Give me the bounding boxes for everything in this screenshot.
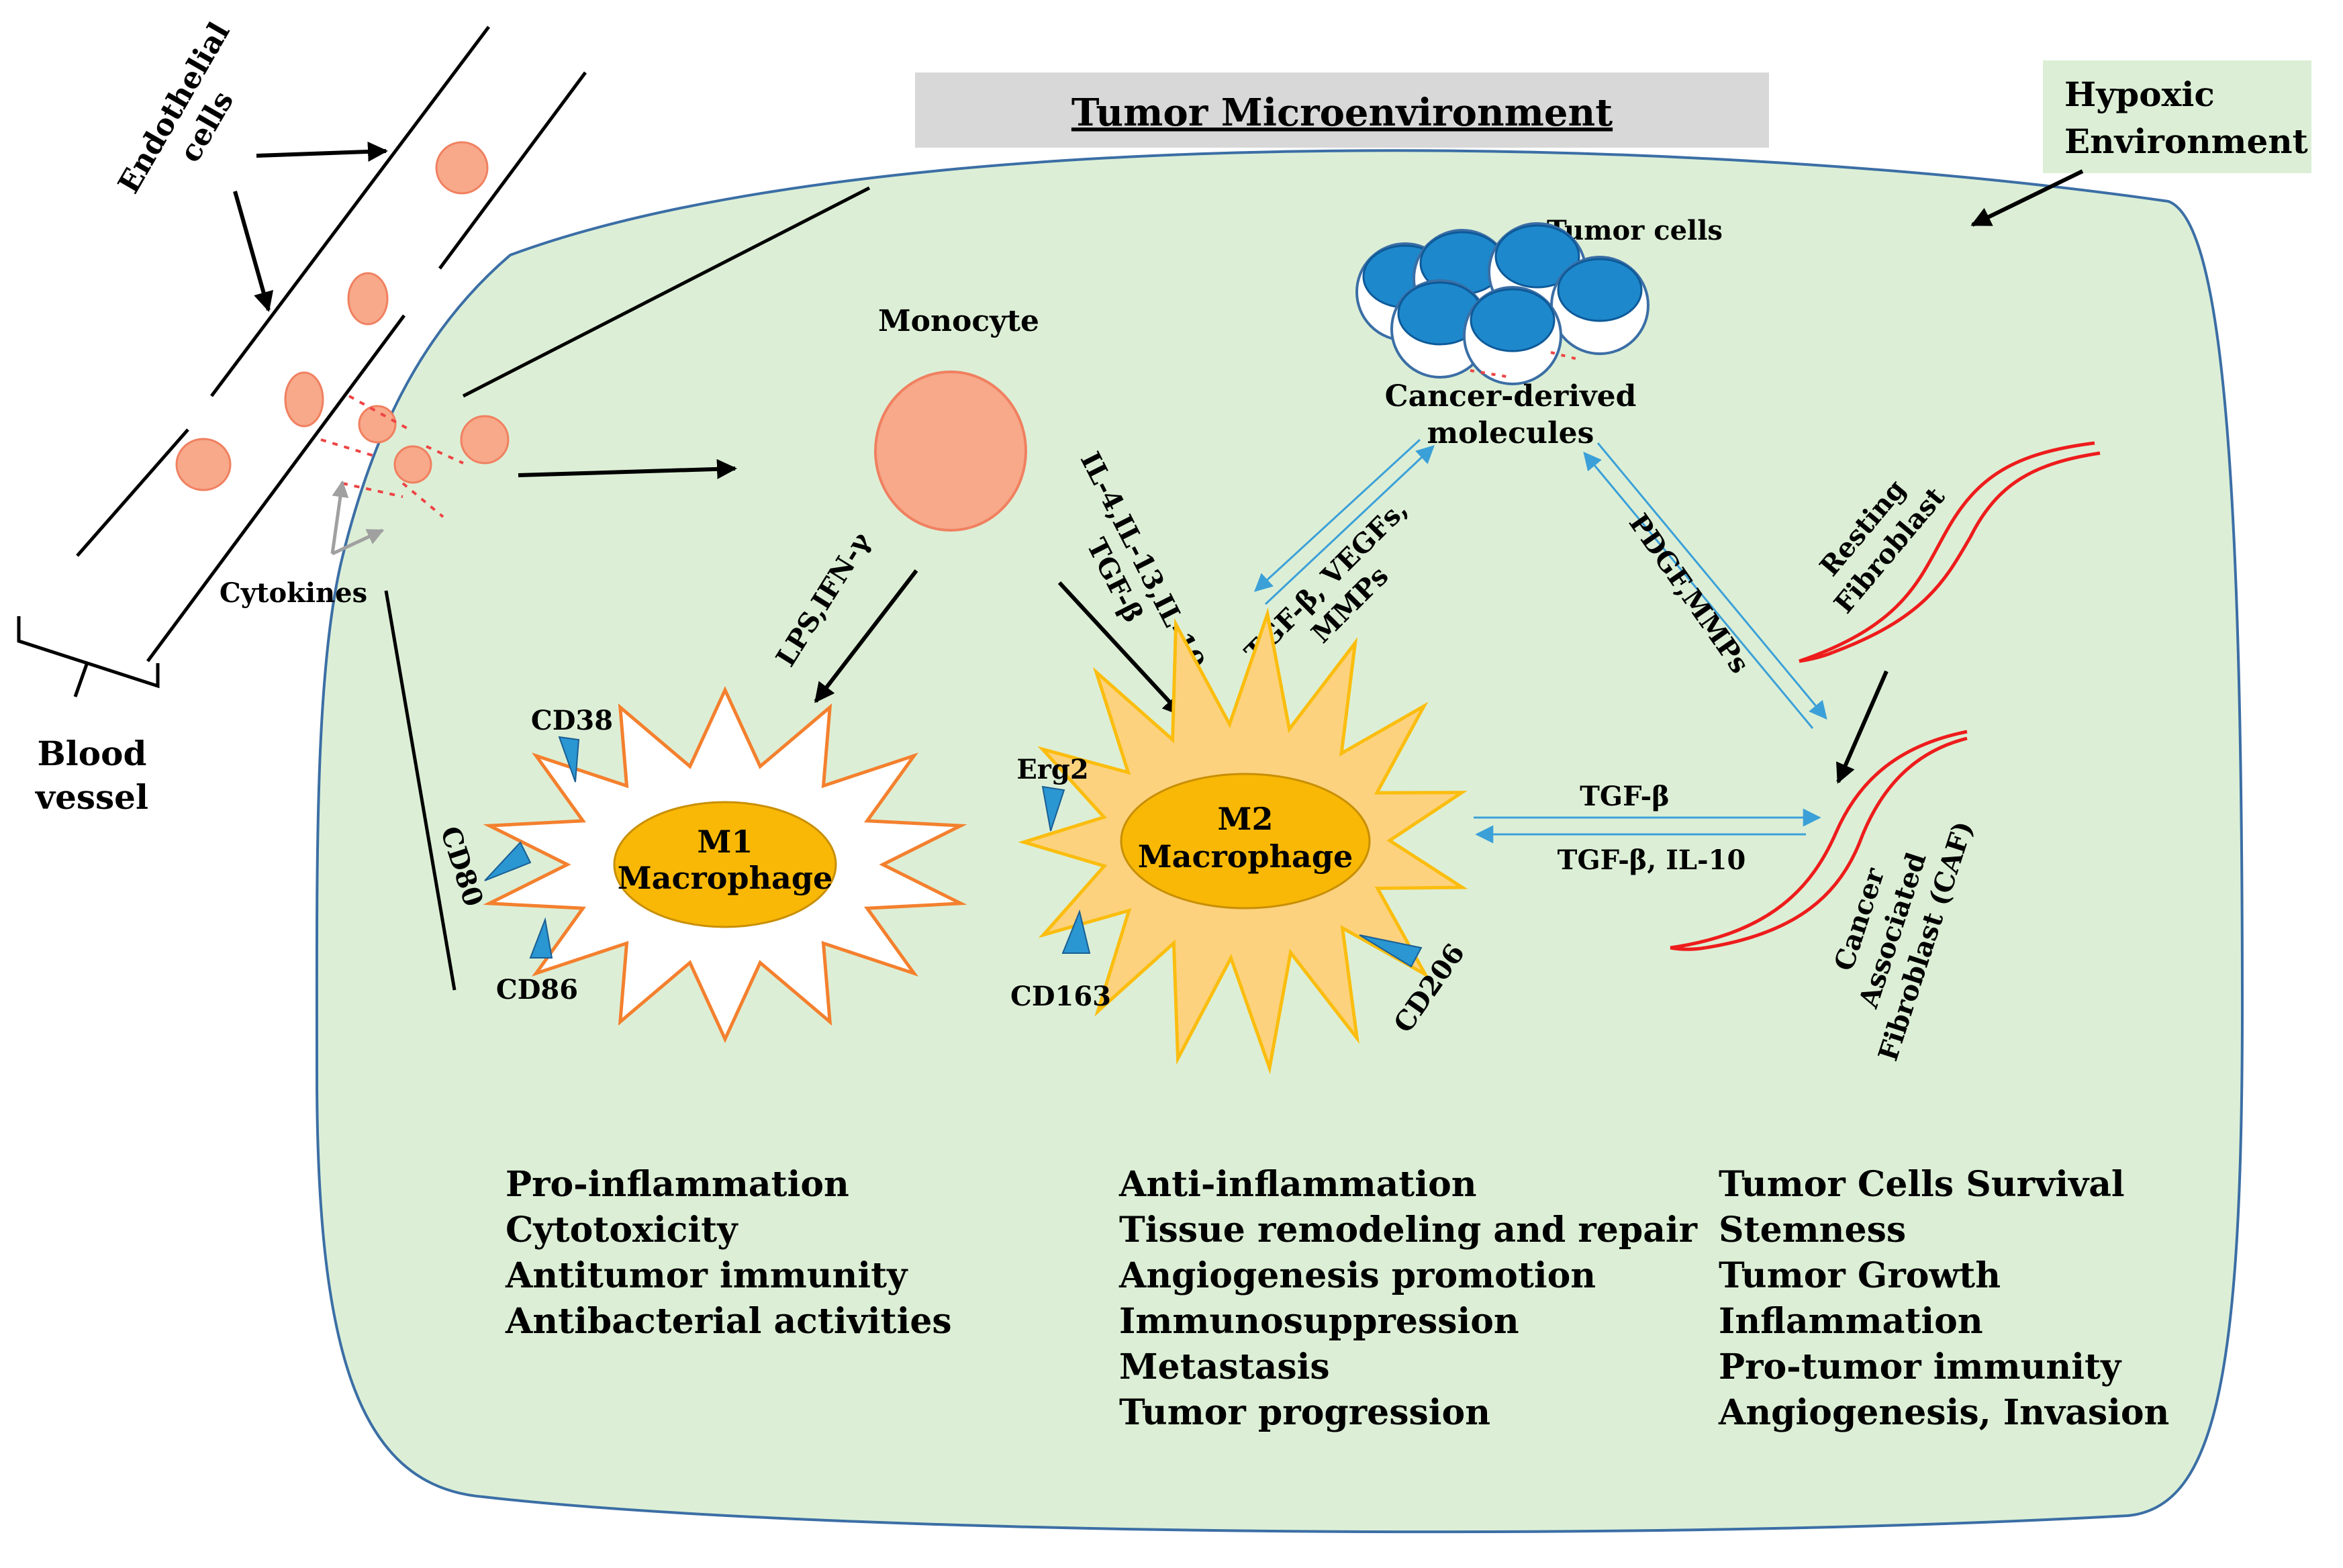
cd38-label: CD38 <box>531 705 613 736</box>
m1-label-line2: Macrophage <box>618 860 833 896</box>
tumor-cells-cluster <box>1355 222 1649 385</box>
caf-function-item: Tumor Cells Survival <box>1719 1164 2125 1205</box>
title-box <box>915 72 1769 148</box>
resting-fibroblast <box>1799 441 2101 663</box>
monocyte-to-m1-arrow <box>814 569 918 703</box>
cd163-label: CD163 <box>1010 981 1111 1012</box>
tumor-caf-arrows <box>1583 442 1827 729</box>
monocyte-cell <box>874 371 1027 532</box>
erg2-label: Erg2 <box>1016 754 1088 785</box>
m2-function-item: Metastasis <box>1119 1346 1330 1387</box>
monocyte-to-m2-arrow <box>1057 581 1184 717</box>
m2-function-item: Tumor progression <box>1119 1392 1490 1433</box>
blood-vessel-label-line2: vessel <box>35 777 148 817</box>
m2-function-item: Anti-inflammation <box>1118 1164 1477 1205</box>
m2-label-line2: Macrophage <box>1138 838 1353 875</box>
cytokine-dots <box>320 395 464 518</box>
m2-label-line1: M2 <box>1218 801 1274 837</box>
cancer-derived-label-line1: Cancer-derived <box>1385 379 1637 413</box>
cytokines-label: Cytokines <box>220 577 367 609</box>
caf-function-item: Inflammation <box>1719 1301 1983 1342</box>
caf-function-item: Stemness <box>1719 1210 1906 1251</box>
cd206-marker <box>1359 934 1423 968</box>
monocyte-label: Monocyte <box>878 304 1039 338</box>
tumor-cell <box>1550 256 1649 355</box>
m2-function-item: Immunosuppression <box>1119 1301 1519 1342</box>
m1-functions: Pro-inflammation Cytotoxicity Antitumor … <box>505 1164 952 1342</box>
hypoxic-label-line1: Hypoxic <box>2064 75 2215 114</box>
diagram-title: Tumor Microenvironment <box>1071 91 1613 135</box>
cd86-marker <box>529 917 553 959</box>
m2-function-item: Angiogenesis promotion <box>1118 1255 1596 1296</box>
cd163-marker <box>1061 909 1091 954</box>
endothelial-label: Endothelial cells <box>111 17 240 199</box>
m1-label-line1: M1 <box>698 824 753 860</box>
blood-vessel-bracket <box>17 616 160 697</box>
fibroblast-activation-arrow <box>1836 670 1888 784</box>
m1-function-item: Antitumor immunity <box>505 1255 908 1296</box>
m2-functions: Anti-inflammation Tissue remodeling and … <box>1118 1164 1698 1433</box>
cytokine-arrow-right <box>331 528 385 556</box>
hypoxic-label-line2: Environment <box>2064 121 2308 161</box>
caf-functions: Tumor Cells Survival Stemness Tumor Grow… <box>1718 1164 2169 1433</box>
caf-function-item: Tumor Growth <box>1719 1255 2001 1296</box>
blood-cells <box>175 141 510 491</box>
m1-macrophage-core <box>613 801 837 928</box>
m1-function-item: Pro-inflammation <box>506 1164 849 1205</box>
cancer-derived-label-line2: molecules <box>1427 416 1594 450</box>
m2-macrophage-core <box>1120 773 1371 910</box>
tumor-cell <box>1463 286 1562 385</box>
endothelial-arrow-down <box>233 191 274 312</box>
m1-function-item: Antibacterial activities <box>505 1301 952 1342</box>
cancer-associated-fibroblast <box>1670 730 1968 951</box>
m2-to-caf-label: TGF-β <box>1580 781 1670 812</box>
caf-function-item: Pro-tumor immunity <box>1719 1346 2122 1387</box>
endothelial-arrow-right <box>256 141 388 162</box>
erg2-marker <box>1041 785 1065 832</box>
tumor-cell <box>1390 279 1490 379</box>
caf-to-m2-label: TGF-β, IL-10 <box>1558 844 1746 876</box>
cd86-label: CD86 <box>496 974 578 1006</box>
m1-function-item: Cytotoxicity <box>506 1210 738 1251</box>
hypoxic-arrow <box>1970 169 2084 227</box>
caf-function-item: Angiogenesis, Invasion <box>1718 1392 2169 1433</box>
cytokine-arrow-up <box>330 480 349 554</box>
hypoxic-box <box>2043 60 2311 173</box>
arrow-to-monocyte <box>518 458 737 479</box>
tumor-m2-arrows <box>1254 438 1435 605</box>
cd38-marker <box>558 736 580 783</box>
blood-vessel-label-line1: Blood <box>38 734 147 773</box>
cd80-marker <box>484 841 532 881</box>
blood-vessel <box>76 26 871 991</box>
m2-function-item: Tissue remodeling and repair <box>1119 1210 1698 1251</box>
tumor-secretion-dots <box>1470 351 1578 379</box>
